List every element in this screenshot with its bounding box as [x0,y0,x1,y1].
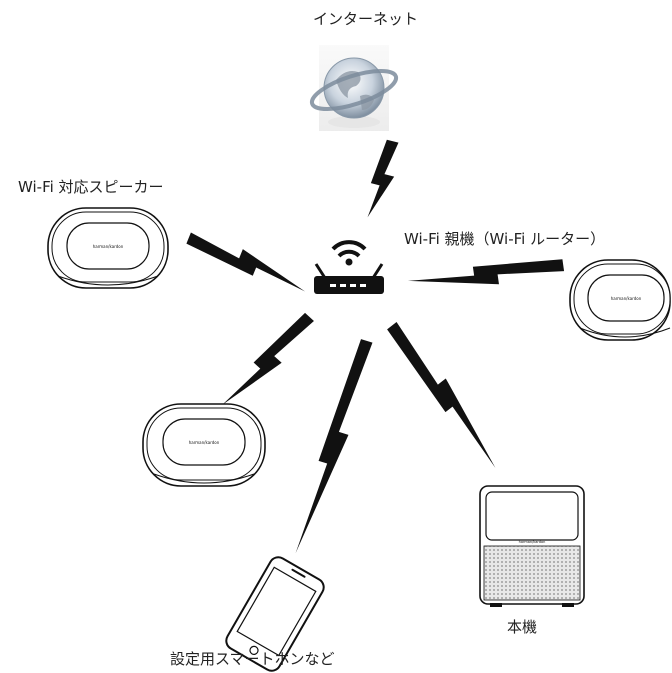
wifi-router-icon [314,240,384,294]
signal-bolt-this-unit [383,319,509,472]
signal-bolt-lower-speaker [218,309,317,416]
signal-bolt-left-speaker [184,228,312,297]
internet-label: インターネット [313,10,419,28]
globe-icon [309,45,399,131]
this-unit-speaker: harman/kardon [479,485,585,607]
setup-smartphone-label: 設定用スマートホンなど [170,650,335,668]
brand-logo: harman/kardon [189,440,220,445]
wifi-speaker-right: harman/kardon [569,259,671,341]
signal-bolt-right-speaker [407,254,565,297]
brand-logo: harman/kardon [611,296,642,301]
wifi-speaker-top-left: harman/kardon [47,207,169,289]
smartphone-icon [225,556,325,672]
brand-logo: harman/kardon [93,244,124,249]
this-unit-label: 本機 [507,618,538,636]
signal-bolt-smartphone [290,337,377,559]
brand-logo: harman/kardon [519,540,546,544]
wifi-speaker-label: Wi-Fi 対応スピーカー [18,178,164,196]
wifi-speaker-lower-left: harman/kardon [142,403,266,487]
signal-bolt-internet [362,138,403,222]
wifi-router-label: Wi-Fi 親機（Wi-Fi ルーター） [404,230,606,248]
